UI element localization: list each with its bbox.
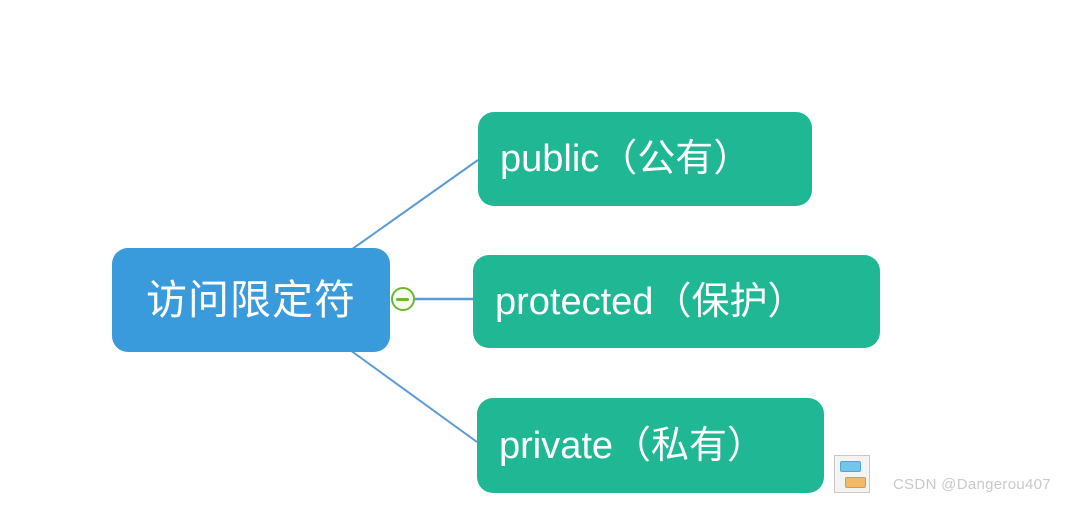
minus-circle-icon[interactable] <box>391 287 415 311</box>
node-public[interactable]: public（公有） <box>478 112 812 206</box>
node-protected-label: protected（保护） <box>495 280 806 323</box>
layout-card-icon[interactable] <box>834 455 870 493</box>
node-public-label: public（公有） <box>500 138 752 180</box>
node-root[interactable]: 访问限定符 <box>112 248 390 352</box>
layout-card-orange-rect <box>845 477 866 488</box>
node-private[interactable]: private（私有） <box>477 398 824 493</box>
node-private-label: private（私有） <box>499 424 766 467</box>
node-protected[interactable]: protected（保护） <box>473 255 880 348</box>
edge-root-to-private <box>349 349 478 443</box>
minus-bar <box>396 297 409 301</box>
watermark-text: CSDN @Dangerou407 <box>893 476 1051 493</box>
edge-root-to-public <box>347 159 479 253</box>
node-root-label: 访问限定符 <box>146 276 356 323</box>
layout-card-blue-rect <box>840 461 861 472</box>
